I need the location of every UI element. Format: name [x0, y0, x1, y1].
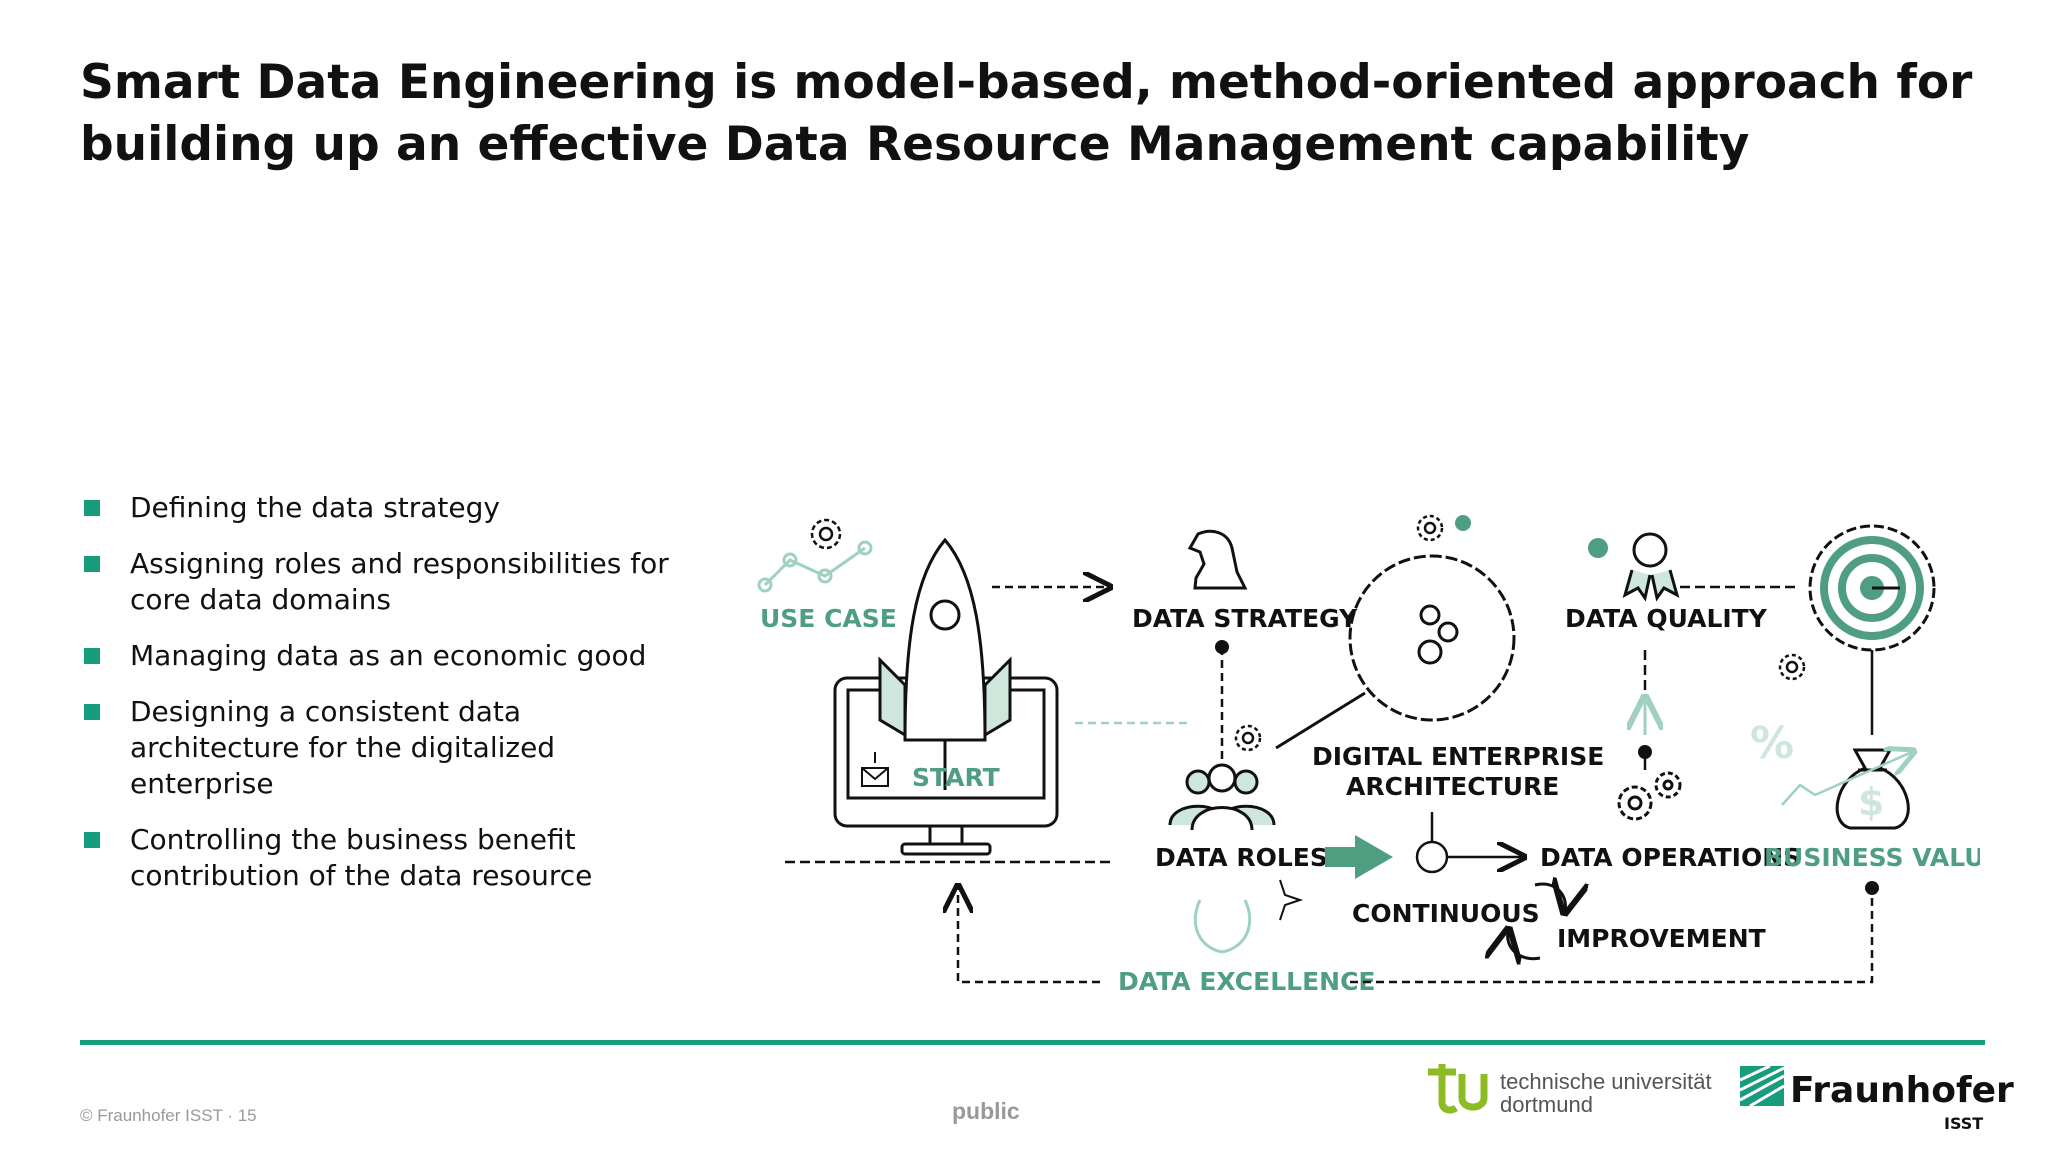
bullet-line: Designing a consistent data [130, 695, 522, 728]
use-case-label: USE CASE [760, 604, 897, 633]
gear-icon [1455, 515, 1471, 531]
bullet-square-icon [84, 648, 100, 664]
bullet-list: Defining the data strategy Assigning rol… [84, 490, 704, 914]
gear-icon [1778, 653, 1806, 681]
data-roles-label: DATA ROLES [1155, 843, 1328, 872]
bullet-line: core data domains [130, 583, 391, 616]
business-value-label: BUSINESS VALUE [1764, 843, 1980, 872]
fraunhofer-wordmark: Fraunhofer [1790, 1070, 2014, 1111]
bullet-line: enterprise [130, 767, 274, 800]
percent-sign-icon: % [1750, 718, 1794, 769]
excellence-feedback-line [958, 888, 1100, 984]
bullet-line: Managing data as an economic good [130, 639, 647, 672]
sparkle-icon [1279, 879, 1304, 921]
bullet-item: Assigning roles and responsibilities for… [84, 546, 704, 618]
start-label: START [912, 763, 1000, 792]
continuous-label: CONTINUOUS [1352, 899, 1540, 928]
bullet-square-icon [84, 704, 100, 720]
footer-divider [80, 1040, 1985, 1045]
dollar-sign-icon: $ [1858, 780, 1884, 824]
gears-icon [1617, 771, 1682, 821]
isst-label: ISST [1944, 1114, 1984, 1133]
bullet-line: Defining the data strategy [130, 491, 500, 524]
tu-name-line: technische universität [1500, 1069, 1712, 1094]
bullet-item: Controlling the business benefit contrib… [84, 822, 704, 894]
network-nodes-icon [1417, 604, 1459, 665]
data-engineering-diagram: USE CASE START DATA STRATEGY DAT [757, 514, 1980, 996]
use-case-chart-icon [757, 540, 873, 593]
slide-title-line-1: Smart Data Engineering is model-based, m… [80, 55, 1973, 110]
architecture-circle-icon [1348, 554, 1516, 722]
laurel-wreath-icon [1193, 899, 1252, 954]
slide-title-line-2: building up an effective Data Resource M… [80, 117, 1750, 172]
bullet-square-icon [84, 500, 100, 516]
tu-dortmund-name: technische universität dortmund [1500, 1070, 1712, 1116]
gear-icon [1416, 514, 1444, 542]
tu-name-line: dortmund [1500, 1092, 1593, 1117]
award-ribbon-icon [1622, 532, 1680, 602]
gear-icon [810, 518, 842, 550]
fraunhofer-logo-icon [1740, 1066, 1784, 1106]
tu-dortmund-logo-icon [1428, 1064, 1488, 1114]
target-icon [1808, 524, 1936, 652]
bullet-item: Managing data as an economic good [84, 638, 704, 674]
data-operations-label: DATA OPERATIONS [1540, 843, 1801, 872]
value-feedback-line [1350, 888, 1874, 984]
bullet-line: Assigning roles and responsibilities for [130, 547, 669, 580]
check-circle-icon [1588, 538, 1608, 558]
classification-label: public [952, 1098, 1020, 1124]
mail-icon [861, 752, 889, 787]
copyright-text: © Fraunhofer ISST · 15 [80, 1106, 257, 1125]
improvement-label: IMPROVEMENT [1557, 924, 1766, 953]
bullet-item: Designing a consistent data architecture… [84, 694, 704, 802]
bullet-line: architecture for the digitalized [130, 731, 556, 764]
digital-enterprise-label: DIGITAL ENTERPRISE [1312, 742, 1604, 771]
big-green-arrow-icon [1325, 835, 1393, 879]
data-quality-label: DATA QUALITY [1565, 604, 1768, 633]
people-group-icon [1168, 763, 1276, 831]
bullet-square-icon [84, 556, 100, 572]
bullet-item: Defining the data strategy [84, 490, 704, 526]
data-strategy-label: DATA STRATEGY [1132, 604, 1358, 633]
chess-knight-icon [1187, 529, 1248, 590]
slide-title: Smart Data Engineering is model-based, m… [80, 52, 1980, 176]
cycle-arrow-icon [1508, 932, 1541, 959]
architecture-label: ARCHITECTURE [1346, 772, 1559, 801]
data-excellence-label: DATA EXCELLENCE [1118, 967, 1376, 996]
cycle-arrow-icon [1534, 884, 1565, 910]
growth-arrow-icon [1781, 752, 1912, 806]
bullet-line: Controlling the business benefit [130, 823, 576, 856]
rocket-icon [878, 537, 1012, 790]
bullet-square-icon [84, 832, 100, 848]
bullet-line: contribution of the data resource [130, 859, 593, 892]
gear-icon [1234, 724, 1262, 752]
